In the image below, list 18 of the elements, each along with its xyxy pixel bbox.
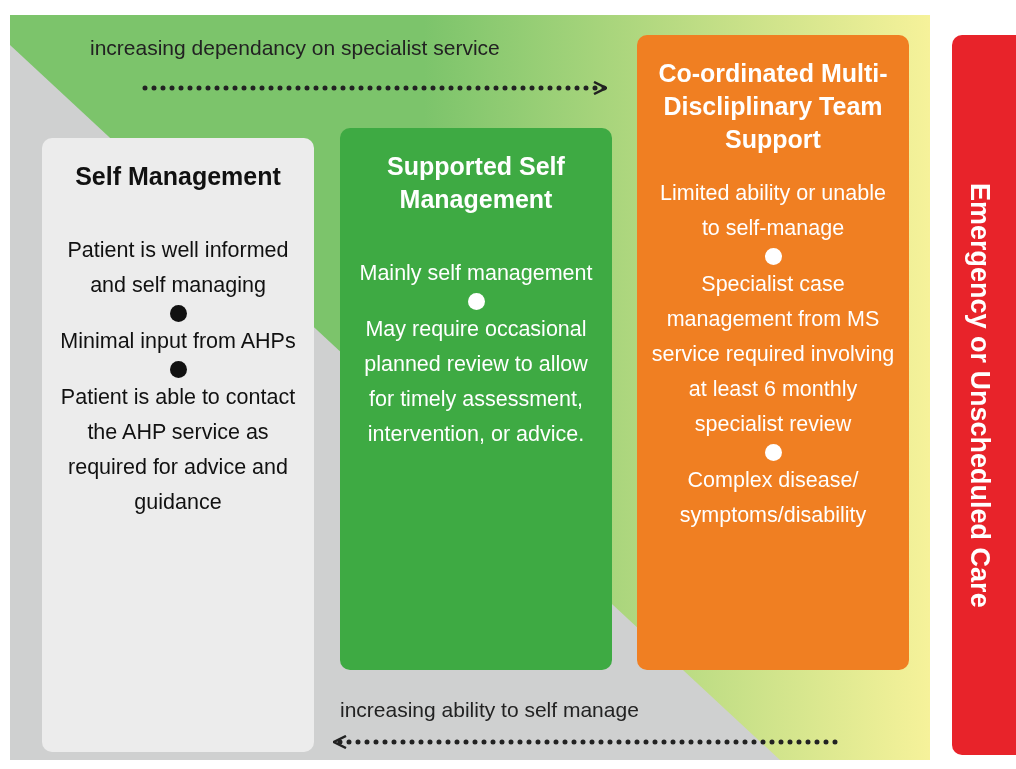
- box-heading: Self Management: [74, 161, 282, 192]
- box-text: Limited ability or unable to self-manage: [659, 180, 887, 242]
- direction-label: increasing ability to self manage: [340, 698, 639, 722]
- box-text: Mainly self management: [358, 260, 594, 287]
- box-text: Specialist case management from MS service required involving at least 6 monthly specialist review: [650, 271, 896, 438]
- box-text: May require occasional planned review to allow for timely assessment, intervention, or advice.: [363, 316, 589, 448]
- box-text: Patient is well informed and self managing: [66, 237, 290, 299]
- box-text: Complex disease/ symptoms/disability: [678, 467, 868, 529]
- box-text: Minimal input from AHPs: [59, 328, 297, 355]
- box-heading: Co-ordinated Multi-Discliplinary Team Support: [657, 58, 889, 155]
- box-text: Patient is able to contact the AHP service as required for advice and guidance: [59, 384, 297, 516]
- stage-box: [340, 128, 612, 670]
- direction-label: increasing dependancy on specialist service: [90, 36, 500, 60]
- box-heading: Supported Self Management: [386, 151, 566, 215]
- stage-box: [637, 35, 909, 670]
- bar-label: Emergency or Unscheduled Care: [964, 182, 995, 608]
- side-bar: [952, 35, 1016, 755]
- stage-box: [42, 138, 314, 752]
